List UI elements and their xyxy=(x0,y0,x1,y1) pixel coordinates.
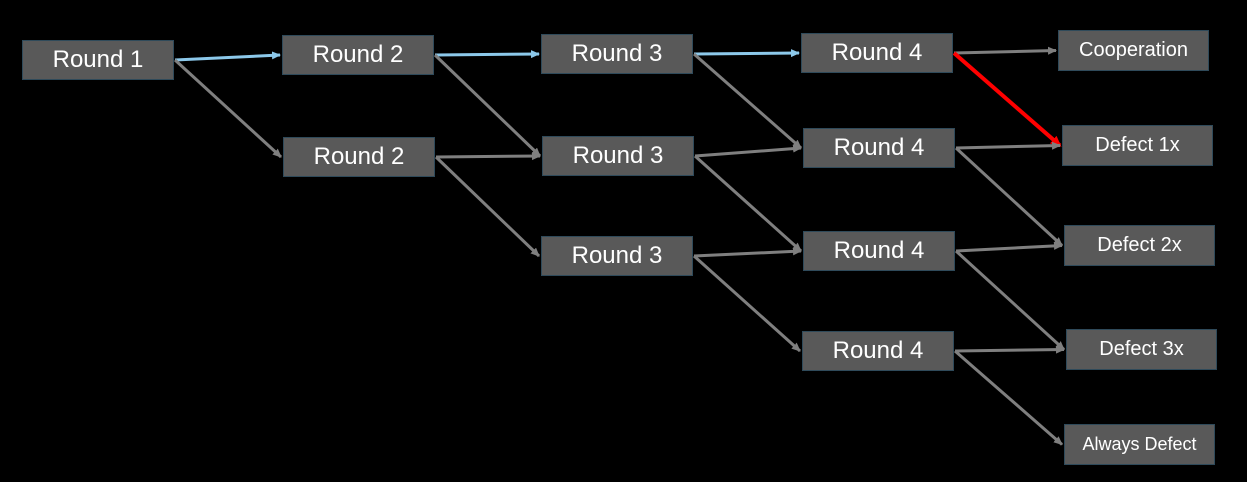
node-round-4-a: Round 4 xyxy=(801,33,953,73)
node-round-2-top: Round 2 xyxy=(282,35,434,75)
edge-r3c-to-r4d xyxy=(692,254,802,353)
edge-r4a-to-coop xyxy=(953,46,1057,55)
edge-r4a-to-d1 xyxy=(952,51,1062,148)
node-round-4-d: Round 4 xyxy=(802,331,954,371)
edge-r4c-to-d2 xyxy=(955,241,1063,253)
edge-r3c-to-r4c xyxy=(693,247,802,258)
node-round-3-middle: Round 3 xyxy=(542,136,694,176)
node-always-defect: Always Defect xyxy=(1064,424,1215,465)
edge-r2b-to-r3b xyxy=(435,152,541,161)
node-round-1: Round 1 xyxy=(22,40,174,80)
edge-r3b-to-r4c xyxy=(693,154,803,253)
edge-r4b-to-d1 xyxy=(955,141,1061,150)
edge-r1-to-r2a xyxy=(174,51,281,62)
node-round-3-top: Round 3 xyxy=(541,34,693,74)
edge-r3a-to-r4a xyxy=(693,49,800,58)
node-defect-2x: Defect 2x xyxy=(1064,225,1215,266)
node-cooperation: Cooperation xyxy=(1058,30,1209,71)
edge-r3a-to-r4b xyxy=(693,52,802,150)
edge-r4d-to-always xyxy=(954,349,1063,446)
node-round-3-bottom: Round 3 xyxy=(541,236,693,276)
edge-r2b-to-r3c xyxy=(434,155,541,258)
edge-r1-to-r2b xyxy=(173,58,283,159)
edge-r2a-to-r3a xyxy=(434,50,540,59)
node-round-4-b: Round 4 xyxy=(803,128,955,168)
node-defect-1x: Defect 1x xyxy=(1062,125,1213,166)
edge-r4b-to-d2 xyxy=(954,146,1064,247)
edge-r4c-to-d3 xyxy=(954,249,1066,351)
edge-r2a-to-r3b xyxy=(433,53,542,158)
node-round-2-bottom: Round 2 xyxy=(283,137,435,177)
node-round-4-c: Round 4 xyxy=(803,231,955,271)
node-defect-3x: Defect 3x xyxy=(1066,329,1217,370)
edge-r3b-to-r4b xyxy=(694,144,802,158)
edge-r4d-to-d3 xyxy=(954,345,1065,354)
